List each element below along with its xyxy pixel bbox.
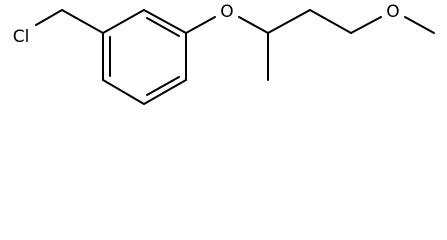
structure-diagram: Cl O O: [13, 2, 435, 105]
chlorine-label: Cl: [13, 27, 30, 47]
ether-oxygen-label: O: [220, 2, 233, 22]
ch2-to-methoxy-oxygen-bond: [350, 16, 382, 34]
ring-double-bond-2: [146, 76, 180, 96]
ch2-to-cl-bond: [35, 9, 63, 26]
methoxy-oxygen-to-methyl-bond: [404, 16, 435, 34]
methoxy-oxygen-label: O: [386, 2, 399, 22]
ring-bond-6: [102, 9, 145, 34]
ring-to-oxygen-bond: [185, 16, 216, 34]
ch-to-ch2-bond: [267, 9, 311, 34]
ring-bond-3: [143, 79, 187, 105]
ring-to-ch2-bond: [61, 9, 104, 34]
ring-double-bond-1: [146, 17, 180, 37]
oxygen-to-ch-bond: [238, 16, 269, 34]
benzene-ring: [102, 9, 187, 105]
ring-bond-4: [102, 79, 145, 105]
ring-bond-1: [143, 9, 187, 34]
ch2-to-ch2-bond: [309, 9, 352, 34]
